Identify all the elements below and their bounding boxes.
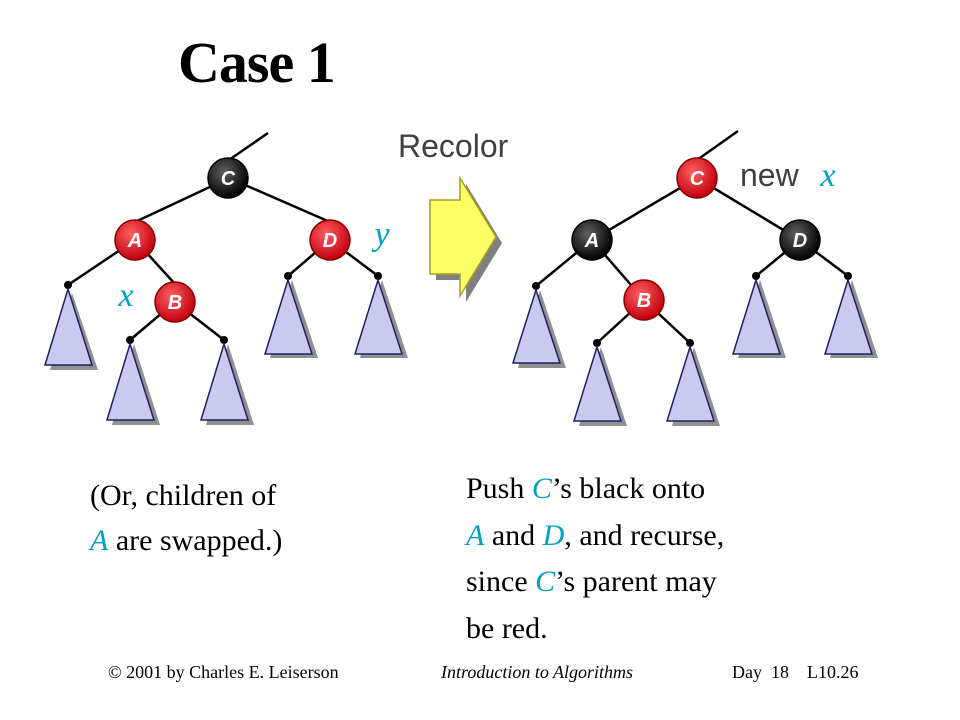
right-tree-subtrees [511, 277, 878, 426]
left-tree: C A D B x y [43, 131, 408, 425]
subtree-triangle [199, 341, 250, 421]
new-label: new [740, 157, 800, 193]
footer-copyright: © 2001 by Charles E. Leiserson [108, 662, 339, 682]
subtree-triangle [105, 341, 156, 421]
right-tree: C A D B new x [511, 129, 878, 426]
note-left-line1: (Or, children of [90, 479, 277, 512]
subtree-triangle [665, 344, 716, 422]
note-right-line1: Push C’s black onto [466, 472, 706, 505]
left-var-x: x [117, 277, 133, 314]
subtree-triangle [263, 277, 314, 355]
note-right: Push C’s black onto A and D, and recurse… [466, 466, 806, 652]
right-node-c: C [676, 157, 718, 199]
subtree-triangle [572, 344, 623, 422]
subtree-triangle [823, 277, 874, 355]
svg-text:C: C [690, 168, 705, 190]
svg-text:A: A [584, 230, 599, 252]
left-node-a: A [114, 219, 156, 261]
left-tree-leaf-dots [64, 272, 382, 344]
svg-text:B: B [637, 290, 651, 312]
left-tree-subtrees [43, 277, 408, 425]
svg-text:D: D [793, 230, 807, 252]
subtree-triangle [353, 277, 404, 355]
subtree-triangle [43, 286, 94, 366]
left-node-d: D [309, 219, 351, 261]
left-node-b: B [154, 281, 196, 323]
svg-text:C: C [221, 168, 236, 190]
note-right-line4: be red. [466, 611, 548, 645]
right-var-x: x [819, 157, 835, 194]
recolor-arrow: Recolor [398, 128, 509, 302]
red-black-tree-diagram: C A D B x y Recolor [43, 128, 878, 426]
note-right-line2: A and D, and recurse, [466, 518, 725, 552]
footer-course-title: Introduction to Algorithms [441, 662, 634, 682]
left-node-c: C [207, 157, 249, 199]
note-left-line2: A are swapped.) [90, 524, 283, 557]
svg-text:D: D [323, 230, 337, 252]
slide-title: Case 1 [178, 30, 336, 95]
note-left-var-a: A [90, 524, 109, 557]
right-node-b: B [623, 279, 665, 321]
svg-text:B: B [168, 292, 182, 314]
svg-text:A: A [127, 230, 142, 252]
note-right-line3: since C’s parent may [466, 565, 717, 598]
left-var-y: y [371, 216, 390, 253]
subtree-triangle [731, 277, 782, 355]
recolor-label: Recolor [398, 128, 509, 164]
right-node-d: D [779, 219, 821, 261]
note-left: (Or, children of A are swapped.) [90, 473, 370, 563]
arrow-shape [429, 175, 497, 299]
subtree-triangle [511, 287, 562, 364]
right-node-a: A [571, 219, 613, 261]
right-tree-leaf-dots [532, 272, 852, 347]
footer-slide-number: Day 18 L10.26 [732, 662, 859, 682]
